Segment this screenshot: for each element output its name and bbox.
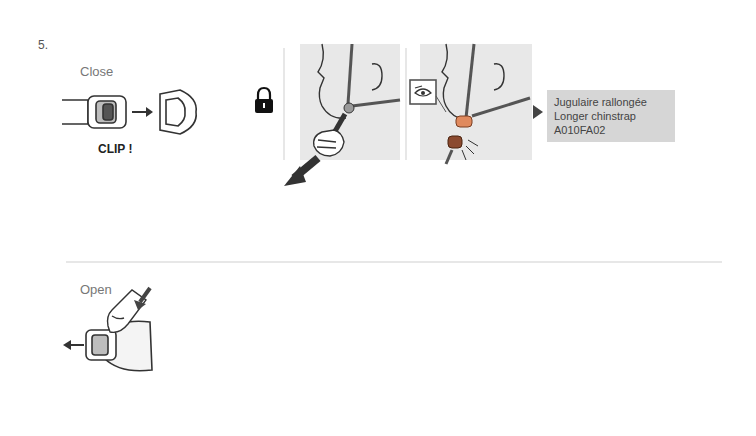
separator (406, 48, 407, 160)
buckle-male (62, 96, 126, 128)
section-heading: Open (80, 282, 112, 297)
separator (66, 262, 722, 263)
section-heading: Close (80, 64, 113, 79)
press-arrow (140, 288, 150, 302)
hand (314, 130, 344, 156)
click-marks (462, 140, 478, 160)
strap-end (446, 150, 452, 164)
arrow (70, 344, 84, 346)
head-profile (318, 44, 382, 118)
step-number: 5. (38, 38, 48, 52)
press-arrow-head (134, 300, 146, 310)
buckle-female (160, 90, 196, 134)
action-label: CLIP ! (98, 142, 132, 156)
buckle-orange (456, 116, 472, 127)
separator (284, 48, 285, 160)
pull-arrow-head (284, 166, 306, 186)
part-reference-box: Jugulaire rallongée Longer chinstrap A01… (547, 90, 675, 142)
panel-ground (300, 44, 400, 160)
finger (108, 290, 147, 332)
eye-icon (410, 80, 446, 112)
arrow-head (63, 340, 71, 350)
chinstrap (348, 44, 400, 106)
arrow (132, 111, 146, 113)
part-reference: Jugulaire rallongée Longer chinstrap A01… (554, 95, 668, 137)
lock-icon (255, 88, 273, 113)
buckle-brown (448, 136, 462, 148)
pointer-triangle (533, 105, 543, 119)
arrow-head (146, 107, 153, 117)
buckle (344, 103, 354, 113)
chinstrap (466, 44, 530, 118)
